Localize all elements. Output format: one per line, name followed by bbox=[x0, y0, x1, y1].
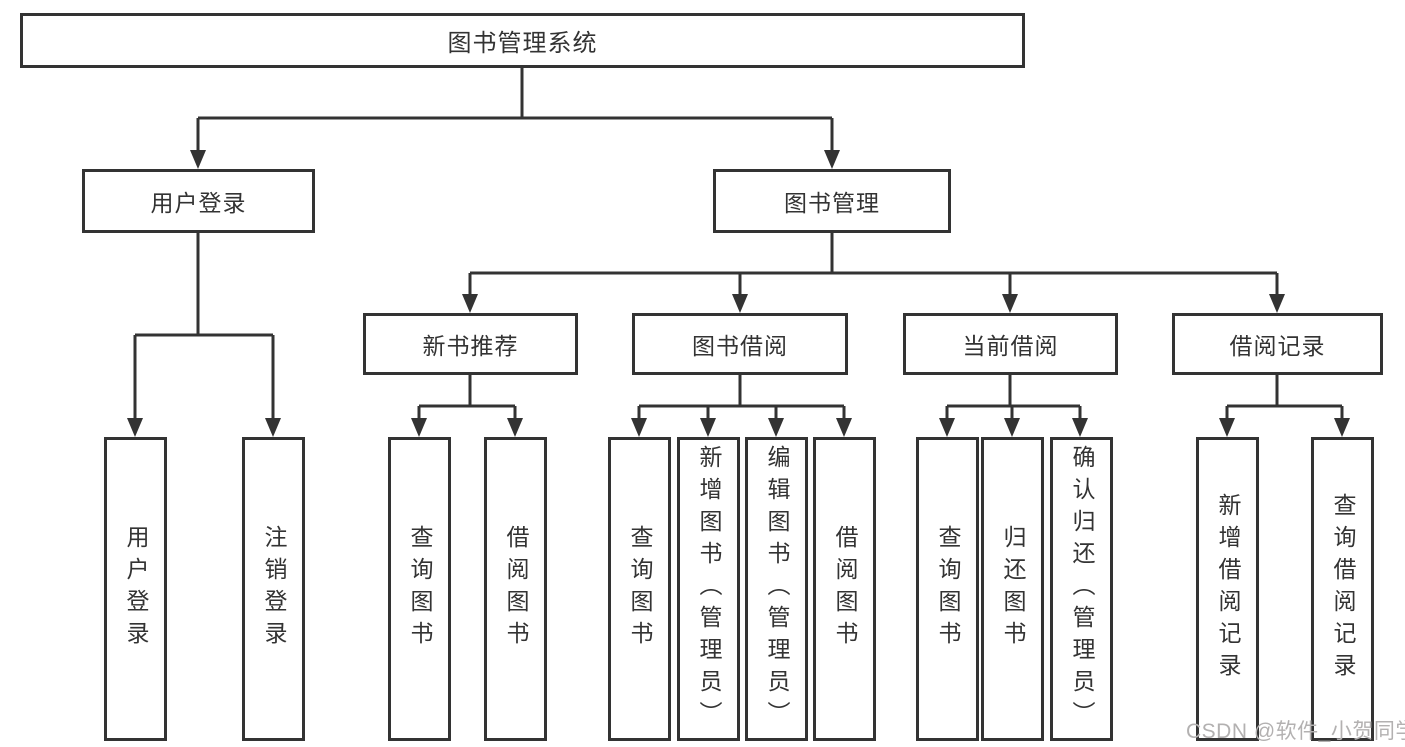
node-user-login: 用户登录 bbox=[82, 169, 315, 233]
node-label: 新书推荐 bbox=[422, 333, 519, 359]
connector-book-mgmt-children bbox=[468, 233, 1279, 295]
node-label: 新增借阅记录 bbox=[1215, 493, 1241, 685]
leaf-query-books-borrow: 查询图书 bbox=[608, 437, 671, 741]
arrow-down-icon bbox=[836, 418, 852, 437]
arrow-down-icon bbox=[1269, 294, 1285, 313]
node-current-borrowing: 当前借阅 bbox=[903, 313, 1118, 375]
node-label: 借阅图书 bbox=[503, 525, 529, 653]
leaf-return-books: 归还图书 bbox=[981, 437, 1044, 741]
leaf-confirm-return-admin: 确认归还（管理员） bbox=[1050, 437, 1113, 741]
watermark: CSDN @软件_小贺同学 bbox=[1186, 720, 1405, 743]
node-book-management: 图书管理 bbox=[713, 169, 951, 233]
arrow-down-icon bbox=[1002, 294, 1018, 313]
node-label: 归还图书 bbox=[1000, 525, 1026, 653]
leaf-query-borrow-record: 查询借阅记录 bbox=[1311, 437, 1374, 741]
node-label: 当前借阅 bbox=[962, 333, 1059, 359]
node-label: 查询借阅记录 bbox=[1330, 493, 1356, 685]
arrowheads bbox=[127, 150, 1350, 437]
arrow-down-icon bbox=[1219, 418, 1235, 437]
leaf-borrow-books-recommend: 借阅图书 bbox=[484, 437, 547, 741]
arrow-down-icon bbox=[1334, 418, 1350, 437]
arrow-down-icon bbox=[768, 418, 784, 437]
arrow-down-icon bbox=[265, 418, 281, 437]
connector-user-login-children bbox=[133, 233, 275, 419]
connector-new-book-rec-children bbox=[417, 375, 517, 419]
arrow-down-icon bbox=[462, 294, 478, 313]
node-book-borrowing: 图书借阅 bbox=[632, 313, 848, 375]
arrow-down-icon bbox=[631, 418, 647, 437]
arrow-down-icon bbox=[190, 150, 206, 169]
leaf-borrow-books: 借阅图书 bbox=[813, 437, 876, 741]
leaf-add-books-admin: 新增图书（管理员） bbox=[677, 437, 740, 741]
node-label: 确认归还（管理员） bbox=[1069, 445, 1095, 733]
leaf-edit-books-admin: 编辑图书（管理员） bbox=[745, 437, 808, 741]
arrow-down-icon bbox=[127, 418, 143, 437]
leaf-query-books-current: 查询图书 bbox=[916, 437, 979, 741]
node-label: 借阅记录 bbox=[1229, 333, 1326, 359]
node-label: 图书管理 bbox=[784, 190, 880, 216]
arrow-down-icon bbox=[700, 418, 716, 437]
connector-current-borrow-children bbox=[945, 375, 1082, 419]
node-label: 用户登录 bbox=[123, 525, 149, 653]
leaf-query-books-recommend: 查询图书 bbox=[388, 437, 451, 741]
arrow-down-icon bbox=[939, 418, 955, 437]
node-label: 新增图书（管理员） bbox=[696, 445, 722, 733]
node-label: 图书管理系统 bbox=[447, 30, 598, 57]
node-label: 查询图书 bbox=[407, 525, 433, 653]
leaf-add-borrow-record: 新增借阅记录 bbox=[1196, 437, 1259, 741]
arrow-down-icon bbox=[1072, 418, 1088, 437]
node-label: 注销登录 bbox=[261, 525, 287, 653]
arrow-down-icon bbox=[824, 150, 840, 169]
node-root-library-system: 图书管理系统 bbox=[20, 13, 1025, 68]
node-label: 借阅图书 bbox=[832, 525, 858, 653]
node-label: 编辑图书（管理员） bbox=[764, 445, 790, 733]
connector-root-to-level2 bbox=[196, 68, 834, 152]
arrow-down-icon bbox=[1004, 418, 1020, 437]
arrow-down-icon bbox=[507, 418, 523, 437]
arrow-down-icon bbox=[732, 294, 748, 313]
connector-book-borrow-children bbox=[637, 375, 846, 419]
node-label: 查询图书 bbox=[935, 525, 961, 653]
node-new-book-recommend: 新书推荐 bbox=[363, 313, 578, 375]
node-borrowing-records: 借阅记录 bbox=[1172, 313, 1383, 375]
node-label: 图书借阅 bbox=[692, 333, 788, 359]
leaf-user-login: 用户登录 bbox=[104, 437, 167, 741]
leaf-logout: 注销登录 bbox=[242, 437, 305, 741]
node-label: 查询图书 bbox=[627, 525, 653, 653]
node-label: 用户登录 bbox=[150, 190, 247, 216]
connector-borrow-records-children bbox=[1225, 375, 1344, 419]
arrow-down-icon bbox=[411, 418, 427, 437]
